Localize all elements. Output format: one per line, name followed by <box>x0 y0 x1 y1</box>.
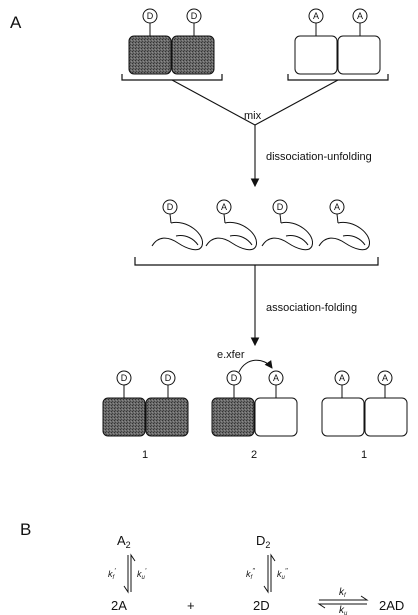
donor-label-text: D <box>167 202 174 212</box>
donor-subunit <box>211 397 255 437</box>
acceptor-label-text: A <box>313 11 319 21</box>
product-donor-dimer: D D 1 <box>102 370 189 461</box>
mix-line-right <box>254 79 339 126</box>
equilibrium-arrow-up <box>270 553 276 592</box>
acceptor-subunit <box>254 397 298 437</box>
donor-label-circle <box>186 8 202 24</box>
donor-label-text: D <box>121 373 128 383</box>
dissociation-label: dissociation-unfolding <box>266 151 372 163</box>
acceptor-label-circle <box>329 199 345 215</box>
acceptor-label-text: A <box>273 373 279 383</box>
donor-subunit <box>128 35 172 75</box>
rate-kf-double-prime: kf'' <box>246 568 256 581</box>
product-count: 2 <box>251 449 257 461</box>
acceptor-label-circle <box>377 370 393 386</box>
species-a2: A2 <box>117 533 131 550</box>
panel-label-a: A <box>10 13 22 32</box>
acceptor-subunit <box>337 35 381 75</box>
product-hybrid-dimer: e.xfer D A 2 <box>211 349 298 461</box>
product-acceptor-dimer: A A 1 <box>321 370 408 461</box>
donor-dimer-top: D D <box>128 8 215 75</box>
kinetic-scheme: A2 D2 kf' ku' kf'' ku'' 2A + 2D 2AD kf k… <box>108 533 404 615</box>
acceptor-label-circle <box>352 8 368 24</box>
species-2d: 2D <box>253 598 270 613</box>
bracket-donor <box>121 74 223 81</box>
acceptor-label-circle <box>216 199 232 215</box>
acceptor-label-text: A <box>334 202 340 212</box>
product-count: 1 <box>361 449 367 461</box>
forward-arrow <box>319 595 369 601</box>
donor-label-text: D <box>147 11 154 21</box>
acceptor-label-circle <box>334 370 350 386</box>
donor-subunit <box>145 397 189 437</box>
donor-subunit <box>171 35 215 75</box>
rate-kf-prime: kf' <box>108 568 116 581</box>
reverse-arrow <box>317 603 367 609</box>
equilibrium-arrow-up <box>130 553 136 592</box>
donor-label-text: D <box>277 202 284 212</box>
unfolded-chain-acceptor: A <box>205 199 257 251</box>
unfolded-chain-donor: D <box>261 199 313 251</box>
acceptor-subunit <box>321 397 365 437</box>
rate-kf: kf <box>339 587 347 599</box>
species-2a: 2A <box>111 598 127 613</box>
donor-label-circle <box>142 8 158 24</box>
energy-transfer-label: e.xfer <box>217 349 245 361</box>
equilibrium-arrow-down <box>123 555 129 594</box>
donor-label-circle <box>162 199 178 215</box>
acceptor-label-circle <box>268 370 284 386</box>
donor-label-circle <box>272 199 288 215</box>
acceptor-label-text: A <box>357 11 363 21</box>
acceptor-label-text: A <box>221 202 227 212</box>
association-label: association-folding <box>266 302 357 314</box>
donor-label-text: D <box>191 11 198 21</box>
acceptor-subunit <box>364 397 408 437</box>
acceptor-label-circle <box>308 8 324 24</box>
mix-label: mix <box>244 110 262 122</box>
species-d2: D2 <box>256 533 270 550</box>
energy-transfer-arrow <box>238 359 273 373</box>
acceptor-dimer-top: A A <box>294 8 381 75</box>
donor-label-circle <box>160 370 176 386</box>
species-2ad: 2AD <box>379 598 404 613</box>
rate-ku: ku <box>339 605 348 615</box>
donor-label-text: D <box>231 373 238 383</box>
bracket-unfolded <box>134 257 379 266</box>
rate-ku-prime: ku' <box>137 568 147 581</box>
mix-line-left <box>171 79 256 126</box>
unfolded-chains: D A D A <box>151 199 370 251</box>
donor-label-circle <box>116 370 132 386</box>
donor-label-text: D <box>165 373 172 383</box>
bracket-acceptor <box>287 74 389 81</box>
acceptor-subunit <box>294 35 338 75</box>
equilibrium-arrow-down <box>263 555 269 594</box>
rate-ku-double-prime: ku'' <box>277 568 288 581</box>
unfolded-chain-donor: D <box>151 199 203 251</box>
product-count: 1 <box>142 449 148 461</box>
acceptor-label-text: A <box>382 373 388 383</box>
plus-sign: + <box>187 598 195 613</box>
unfolded-chain-acceptor: A <box>318 199 370 251</box>
donor-subunit <box>102 397 146 437</box>
donor-label-circle <box>226 370 242 386</box>
acceptor-label-text: A <box>339 373 345 383</box>
panel-label-b: B <box>20 520 31 539</box>
